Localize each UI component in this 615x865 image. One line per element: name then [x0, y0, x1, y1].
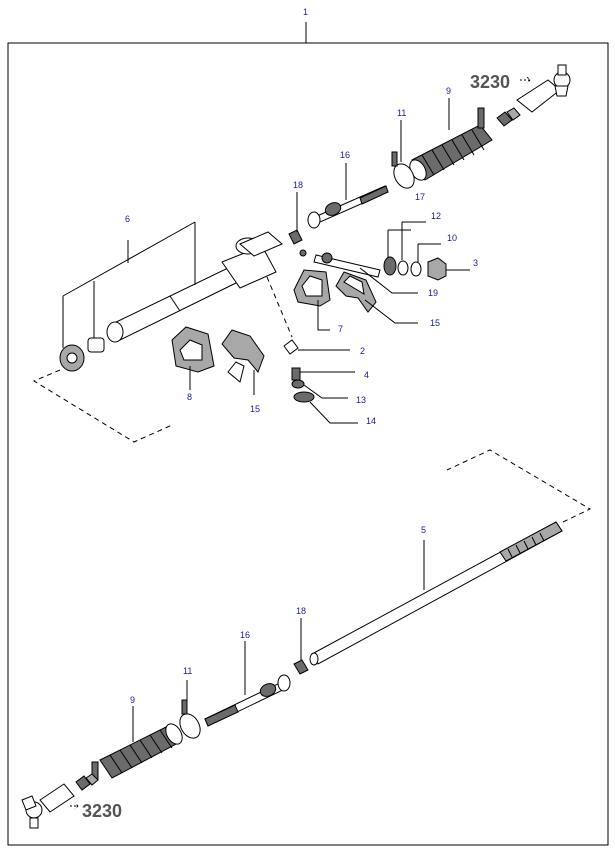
- leader-15-right: [364, 299, 418, 324]
- callout-9-bottom: 9: [130, 695, 135, 705]
- leader-13: [303, 384, 348, 399]
- dashed-connector-left: [32, 369, 173, 443]
- callout-4: 4: [364, 370, 369, 380]
- clamp-15-right: [335, 271, 377, 313]
- reference-arrow-top: [520, 76, 532, 84]
- reference-3230-bottom: 3230: [82, 801, 122, 821]
- callout-10: 10: [447, 233, 457, 243]
- lock-nut-18-top: [288, 229, 303, 245]
- washer-17: [383, 256, 397, 276]
- callout-2: 2: [360, 346, 365, 356]
- rack-housing-6: [106, 231, 283, 343]
- callout-11-top: 11: [397, 108, 406, 118]
- pinion-shaft-19: [299, 249, 381, 278]
- mounting-bracket-7: [293, 269, 331, 307]
- dashed-connector-right: [446, 449, 592, 523]
- ring-10: [410, 261, 422, 277]
- callout-17: 17: [415, 192, 425, 202]
- bellows-boot-9-bottom: [91, 723, 183, 781]
- callout-8: 8: [187, 392, 192, 402]
- leader-14: [309, 401, 358, 424]
- callout-16-top: 16: [340, 150, 350, 160]
- callout-14: 14: [366, 416, 376, 426]
- clamp-15-left: [221, 329, 265, 383]
- dust-cap-3: [427, 257, 447, 281]
- callout-6: 6: [125, 214, 130, 224]
- tie-rod-end-top: [516, 64, 571, 113]
- reference-3230-top: 3230: [470, 72, 510, 92]
- lock-nut-18-bottom: [293, 659, 309, 675]
- callout-1: 1: [303, 7, 308, 17]
- tie-rod-end-bottom: [21, 783, 75, 829]
- plate-14: [293, 391, 315, 403]
- dashed-connector-center: [266, 276, 293, 338]
- bellows-boot-9-top: [409, 107, 493, 181]
- nut-bottom: [75, 773, 99, 791]
- callout-12: 12: [431, 211, 441, 221]
- callout-9-top: 9: [446, 86, 451, 96]
- steering-rack-5: [309, 521, 563, 666]
- diagram-frame: [7, 42, 609, 846]
- bushing-6-left: [59, 337, 105, 372]
- callout-3: 3: [473, 258, 478, 268]
- inner-tie-rod-16-bottom: [204, 674, 291, 727]
- boot-clamp-11-top: [391, 151, 415, 189]
- callout-7: 7: [338, 324, 343, 334]
- callout-15-right: 15: [430, 318, 440, 328]
- callout-18-bottom: 18: [296, 606, 306, 616]
- callout-18-top: 18: [293, 180, 303, 190]
- bolt-4: [291, 367, 301, 381]
- callout-5: 5: [421, 525, 426, 535]
- boot-clamp-11-bottom: [179, 699, 201, 739]
- fitting-2: [283, 339, 299, 355]
- callout-19: 19: [428, 288, 438, 298]
- nut-top: [496, 107, 521, 127]
- reference-arrow-bottom: [70, 802, 80, 810]
- inner-tie-rod-16-top: [307, 185, 389, 229]
- callout-13: 13: [356, 395, 366, 405]
- callout-11-bottom: 11: [183, 666, 192, 676]
- spacer-12: [397, 260, 409, 276]
- callout-16-bottom: 16: [240, 630, 250, 640]
- spring-13: [291, 379, 305, 389]
- mounting-bracket-8: [171, 326, 215, 373]
- callout-15-left: 15: [250, 404, 260, 414]
- leader-7: [317, 300, 330, 331]
- leader-19: [359, 267, 418, 294]
